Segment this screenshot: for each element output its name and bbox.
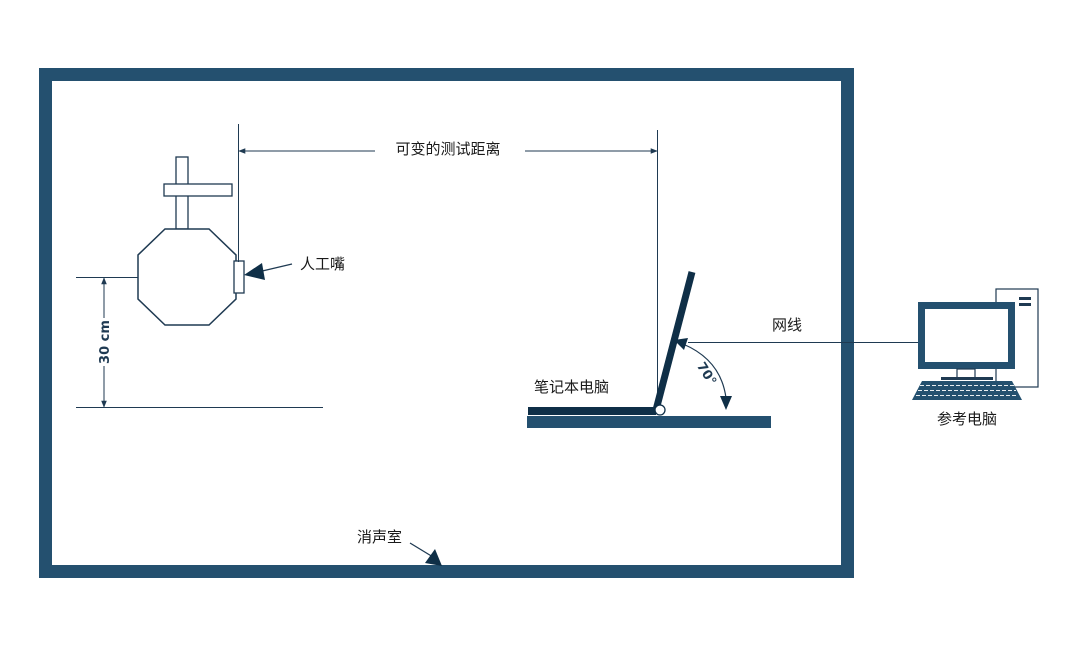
label-variable-test-distance: 可变的测试距离 bbox=[395, 140, 500, 158]
anechoic-chamber-frame bbox=[39, 68, 854, 578]
laptop bbox=[527, 271, 771, 428]
label-angle: 70° bbox=[693, 360, 719, 389]
pc-tower-slot bbox=[1019, 303, 1031, 306]
laptop-table bbox=[527, 416, 771, 428]
label-artificial-mouth: 人工嘴 bbox=[300, 255, 345, 273]
label-anechoic-chamber: 消声室 bbox=[357, 528, 402, 546]
distance-dimension bbox=[238, 124, 658, 410]
mouth-opening bbox=[233, 260, 245, 294]
label-30cm: 30 cm bbox=[98, 320, 113, 364]
label-laptop: 笔记本电脑 bbox=[534, 378, 609, 396]
reference-computer bbox=[912, 288, 1039, 400]
mouth-stand-crossbar bbox=[163, 183, 233, 197]
laptop-hinge bbox=[654, 404, 666, 416]
label-network-cable: 网线 bbox=[772, 316, 802, 334]
mouth-octagon-body bbox=[137, 228, 237, 326]
keyboard-keys bbox=[916, 384, 1018, 397]
pc-tower-slot bbox=[1019, 297, 1031, 300]
laptop-base bbox=[528, 407, 656, 415]
artificial-mouth-assembly bbox=[137, 156, 245, 326]
angle-indicator bbox=[674, 338, 732, 410]
chamber-pointer-arrow bbox=[409, 542, 442, 566]
laptop-screen bbox=[652, 271, 696, 411]
label-reference-computer: 参考电脑 bbox=[937, 410, 997, 428]
mouth-pointer-arrow bbox=[244, 263, 293, 280]
monitor-foot bbox=[941, 377, 993, 380]
monitor-screen bbox=[925, 309, 1008, 362]
monitor-stand bbox=[956, 368, 976, 379]
